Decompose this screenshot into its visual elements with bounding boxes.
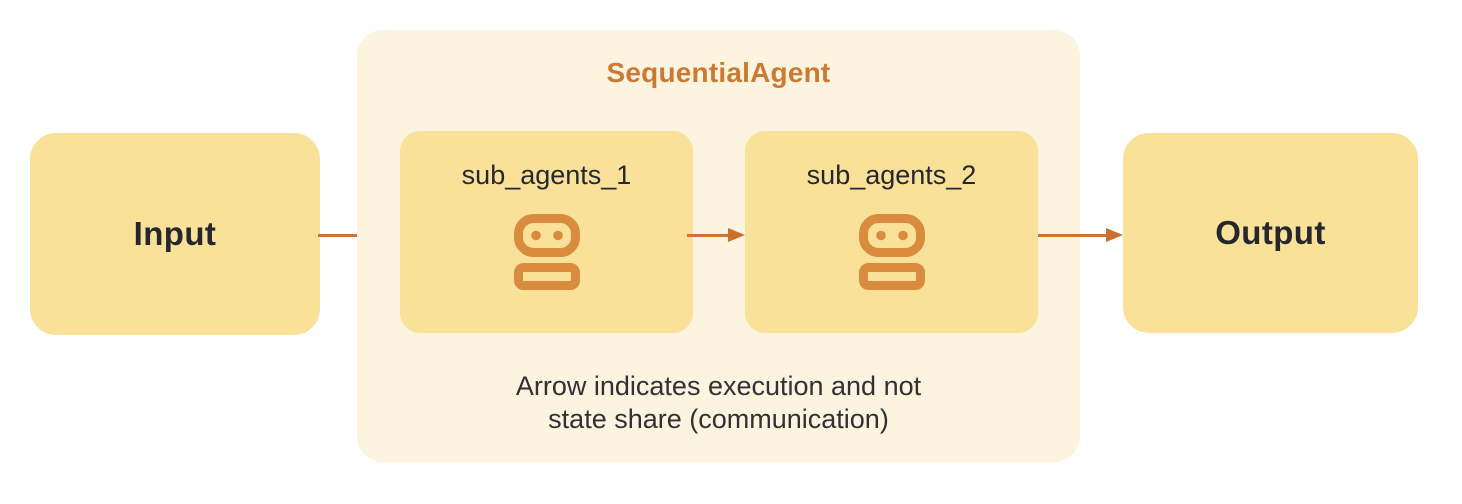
node-sub-agents-1: sub_agents_1 bbox=[400, 131, 693, 333]
arrow-line bbox=[318, 233, 387, 237]
arrow-head-icon bbox=[1106, 228, 1123, 242]
arrow-line bbox=[687, 233, 732, 237]
caption-line-2: state share (communication) bbox=[548, 404, 889, 434]
robot-icon bbox=[513, 214, 580, 290]
caption: Arrow indicates execution and not state … bbox=[357, 370, 1080, 436]
node-output: Output bbox=[1123, 133, 1418, 333]
group-title: SequentialAgent bbox=[606, 57, 831, 88]
node-sub-agents-1-label: sub_agents_1 bbox=[461, 160, 632, 190]
node-sub-agents-2: sub_agents_2 bbox=[745, 131, 1038, 333]
node-input: Input bbox=[30, 133, 320, 335]
node-output-label: Output bbox=[1215, 214, 1326, 251]
node-sub-agents-2-label: sub_agents_2 bbox=[806, 160, 977, 190]
caption-line-1: Arrow indicates execution and not bbox=[515, 371, 922, 401]
arrow-sub1-to-sub2 bbox=[687, 227, 745, 243]
arrow-sub2-to-output bbox=[1038, 227, 1123, 243]
node-input-label: Input bbox=[133, 215, 217, 252]
arrow-line bbox=[1038, 233, 1110, 237]
robot-icon bbox=[858, 214, 925, 290]
arrow-head-icon bbox=[728, 228, 745, 242]
sequential-agent-container: SequentialAgent sub_agents_1 sub_agents_… bbox=[357, 30, 1080, 462]
